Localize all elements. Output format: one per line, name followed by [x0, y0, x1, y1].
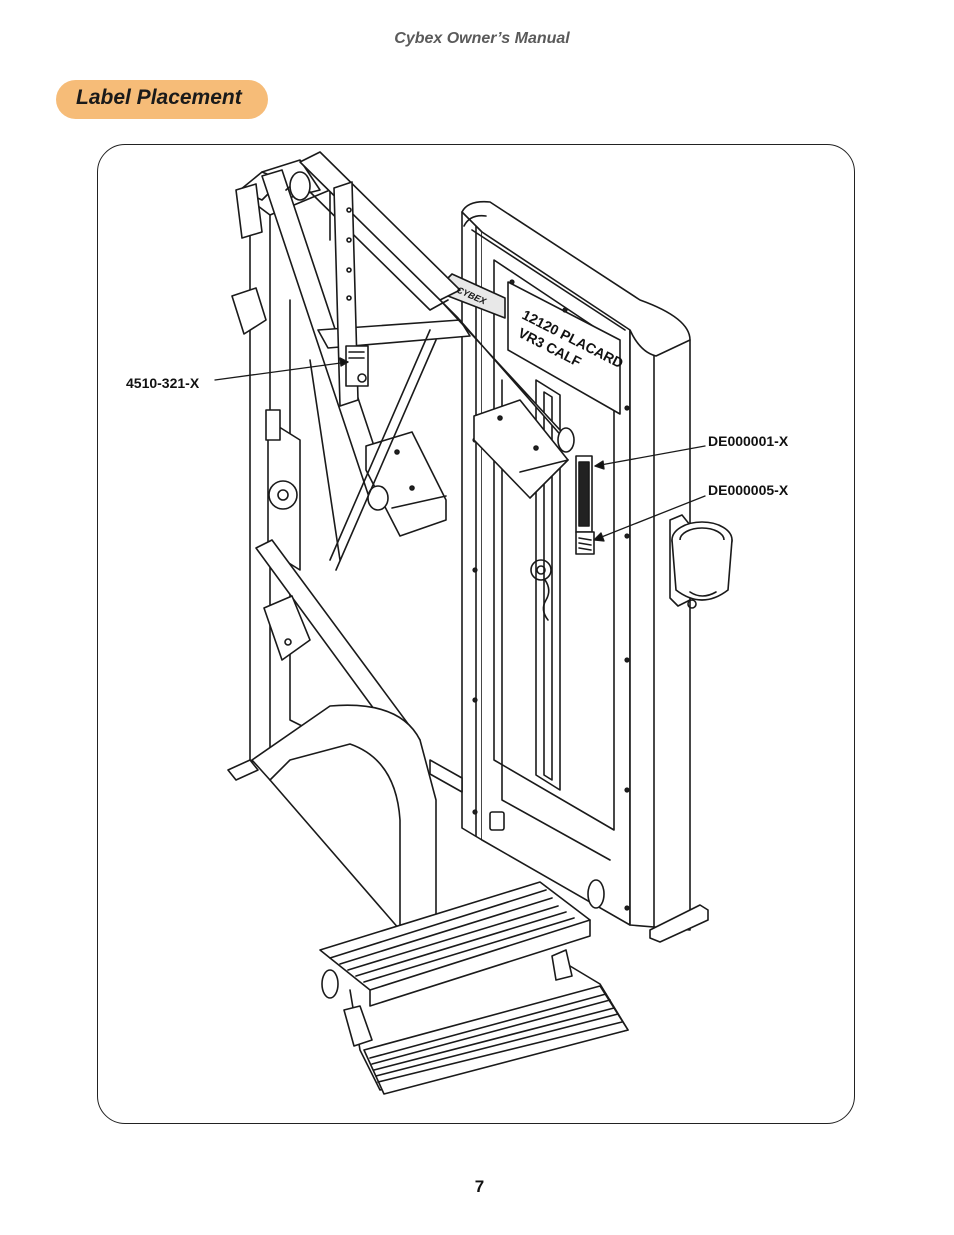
callout-label-de000005-x: DE000005-X [708, 482, 789, 498]
callout-label-de000001-x: DE000001-X [708, 433, 789, 449]
foot-platform [319, 879, 629, 1095]
page-number: 7 [474, 1177, 485, 1196]
manual-title: Cybex Owner’s Manual [394, 30, 570, 47]
page-header: Cybex Owner’s Manual [0, 30, 954, 48]
callout-leaders [214, 357, 706, 542]
diagram-frame [97, 144, 855, 1124]
leader-4510-321-x [214, 361, 349, 381]
weight-stack-tower [441, 200, 709, 943]
section-title: Label Placement [76, 86, 242, 109]
leader-de000005-x [593, 495, 706, 541]
callout-label-4510-321-x: 4510-321-X [126, 375, 200, 391]
lever-arm-frame [227, 151, 575, 931]
leader-de000001-x [594, 445, 706, 467]
cup-holder [669, 514, 733, 609]
page-footer: 7 [0, 1177, 954, 1197]
section-heading-pill: Label Placement [56, 80, 268, 119]
